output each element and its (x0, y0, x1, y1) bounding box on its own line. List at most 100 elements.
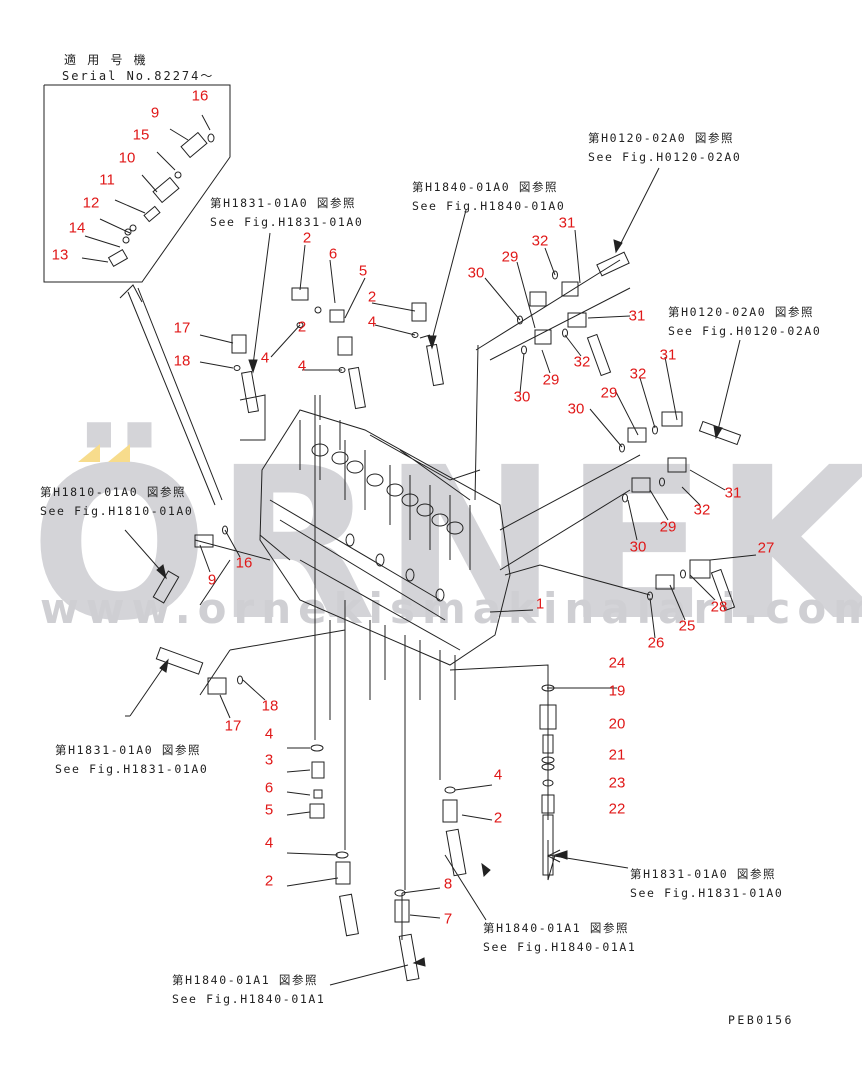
callout-number: 18 (173, 352, 191, 370)
callout-number: 14 (68, 219, 86, 237)
callout-number: 22 (608, 800, 626, 818)
reference-note: 第H1831-01A0 図参照 See Fig.H1831-01A0 (630, 865, 783, 903)
callout-number: 9 (150, 104, 160, 122)
callout-number: 6 (328, 245, 338, 263)
callout-number: 5 (264, 801, 274, 819)
callout-number: 20 (608, 715, 626, 733)
callout-number: 10 (118, 149, 136, 167)
reference-note: 第H1831-01A0 図参照 See Fig.H1831-01A0 (210, 194, 363, 232)
watermark-url: www.ornekismakinalari.com.tr (40, 584, 862, 633)
reference-arrows (156, 239, 723, 967)
callout-number: 16 (235, 554, 253, 572)
reference-jp: 第H1810-01A0 図参照 (40, 485, 187, 499)
reference-en: See Fig.H1831-01A0 (210, 215, 364, 229)
inset-arrow (119, 284, 223, 506)
callout-number: 4 (264, 725, 274, 743)
reference-en: See Fig.H0120-02A0 (588, 150, 742, 164)
control-valve-body (259, 395, 511, 890)
callout-number: 6 (264, 779, 274, 797)
watermark-accent (78, 444, 100, 462)
reference-note: 第H1840-01A0 図参照 See Fig.H1840-01A0 (412, 178, 565, 216)
callout-number: 25 (678, 617, 696, 635)
reference-jp: 第H0120-02A0 図参照 (668, 305, 815, 319)
callout-number: 12 (82, 194, 100, 212)
applicable-model-label: 適 用 号 機 (64, 53, 148, 67)
callout-number: 32 (573, 353, 591, 371)
callout-number: 4 (367, 313, 377, 331)
callout-number: 32 (629, 365, 647, 383)
callout-number: 7 (443, 910, 453, 928)
callout-number: 2 (297, 318, 307, 336)
callout-number: 15 (132, 126, 150, 144)
callout-number: 29 (659, 518, 677, 536)
callout-number: 4 (264, 834, 274, 852)
callout-number: 19 (608, 682, 626, 700)
callout-number: 32 (693, 501, 711, 519)
reference-jp: 第H0120-02A0 図参照 (588, 131, 735, 145)
reference-note: 第H0120-02A0 図参照 See Fig.H0120-02A0 (668, 303, 821, 341)
callout-number: 1 (535, 595, 545, 613)
reference-jp: 第H1840-01A1 図参照 (172, 973, 319, 987)
reference-en: See Fig.H1840-01A0 (412, 199, 566, 213)
reference-en: See Fig.H1831-01A0 (630, 886, 784, 900)
callout-number: 2 (367, 288, 377, 306)
leader-lines (124, 167, 757, 986)
reference-jp: 第H1840-01A1 図参照 (483, 921, 630, 935)
callout-number: 21 (608, 746, 626, 764)
callout-number: 2 (302, 229, 312, 247)
callout-number: 30 (513, 388, 531, 406)
callout-number: 26 (647, 634, 665, 652)
callout-number: 11 (99, 171, 115, 189)
callout-number: 31 (724, 484, 742, 502)
callout-number: 17 (173, 319, 191, 337)
reference-en: See Fig.H1831-01A0 (55, 762, 209, 776)
callout-number: 31 (659, 346, 677, 364)
callout-number: 31 (628, 307, 646, 325)
callout-number: 2 (264, 872, 274, 890)
reference-en: See Fig.H1840-01A1 (172, 992, 326, 1006)
reference-note: 第H1810-01A0 図参照 See Fig.H1810-01A0 (40, 483, 193, 521)
reference-note: 第H1831-01A0 図参照 See Fig.H1831-01A0 (55, 741, 208, 779)
callout-number: 17 (224, 717, 242, 735)
callout-number: 5 (358, 262, 368, 280)
callout-number: 32 (531, 232, 549, 250)
callout-number: 16 (191, 87, 209, 105)
reference-jp: 第H1831-01A0 図参照 (55, 743, 202, 757)
callout-number: 29 (600, 384, 618, 402)
callout-number: 8 (443, 875, 453, 893)
callout-number: 23 (608, 774, 626, 792)
callout-number: 4 (260, 349, 270, 367)
callout-number: 2 (493, 809, 503, 827)
callout-number: 30 (629, 538, 647, 556)
reference-en: See Fig.H1810-01A0 (40, 504, 194, 518)
callout-number: 3 (264, 751, 274, 769)
inset-parts (81, 114, 215, 268)
callout-number: 4 (297, 357, 307, 375)
callout-number: 28 (710, 598, 728, 616)
fitting-parts (152, 251, 742, 982)
reference-jp: 第H1831-01A0 図参照 (630, 867, 777, 881)
reference-en: See Fig.H1840-01A1 (483, 940, 637, 954)
inset-box (43, 84, 231, 283)
callout-number: 29 (501, 248, 519, 266)
callout-number: 30 (567, 400, 585, 418)
callout-number: 4 (493, 766, 503, 784)
callout-number: 24 (608, 654, 626, 672)
reference-jp: 第H1840-01A0 図参照 (412, 180, 559, 194)
reference-jp: 第H1831-01A0 図参照 (210, 196, 357, 210)
drawing-code: PEB0156 (728, 1013, 794, 1027)
reference-en: See Fig.H0120-02A0 (668, 324, 822, 338)
reference-note: 第H1840-01A1 図参照 See Fig.H1840-01A1 (483, 919, 636, 957)
callout-number: 18 (261, 697, 279, 715)
reference-note: 第H0120-02A0 図参照 See Fig.H0120-02A0 (588, 129, 741, 167)
callout-number: 31 (558, 214, 576, 232)
callout-number: 13 (51, 246, 69, 264)
watermark-accent (108, 444, 130, 462)
callout-number: 30 (467, 264, 485, 282)
callout-number: 9 (207, 571, 217, 589)
callout-number: 27 (757, 539, 775, 557)
serial-number-label: Serial No.82274～ (62, 69, 215, 83)
callout-number: 29 (542, 371, 560, 389)
